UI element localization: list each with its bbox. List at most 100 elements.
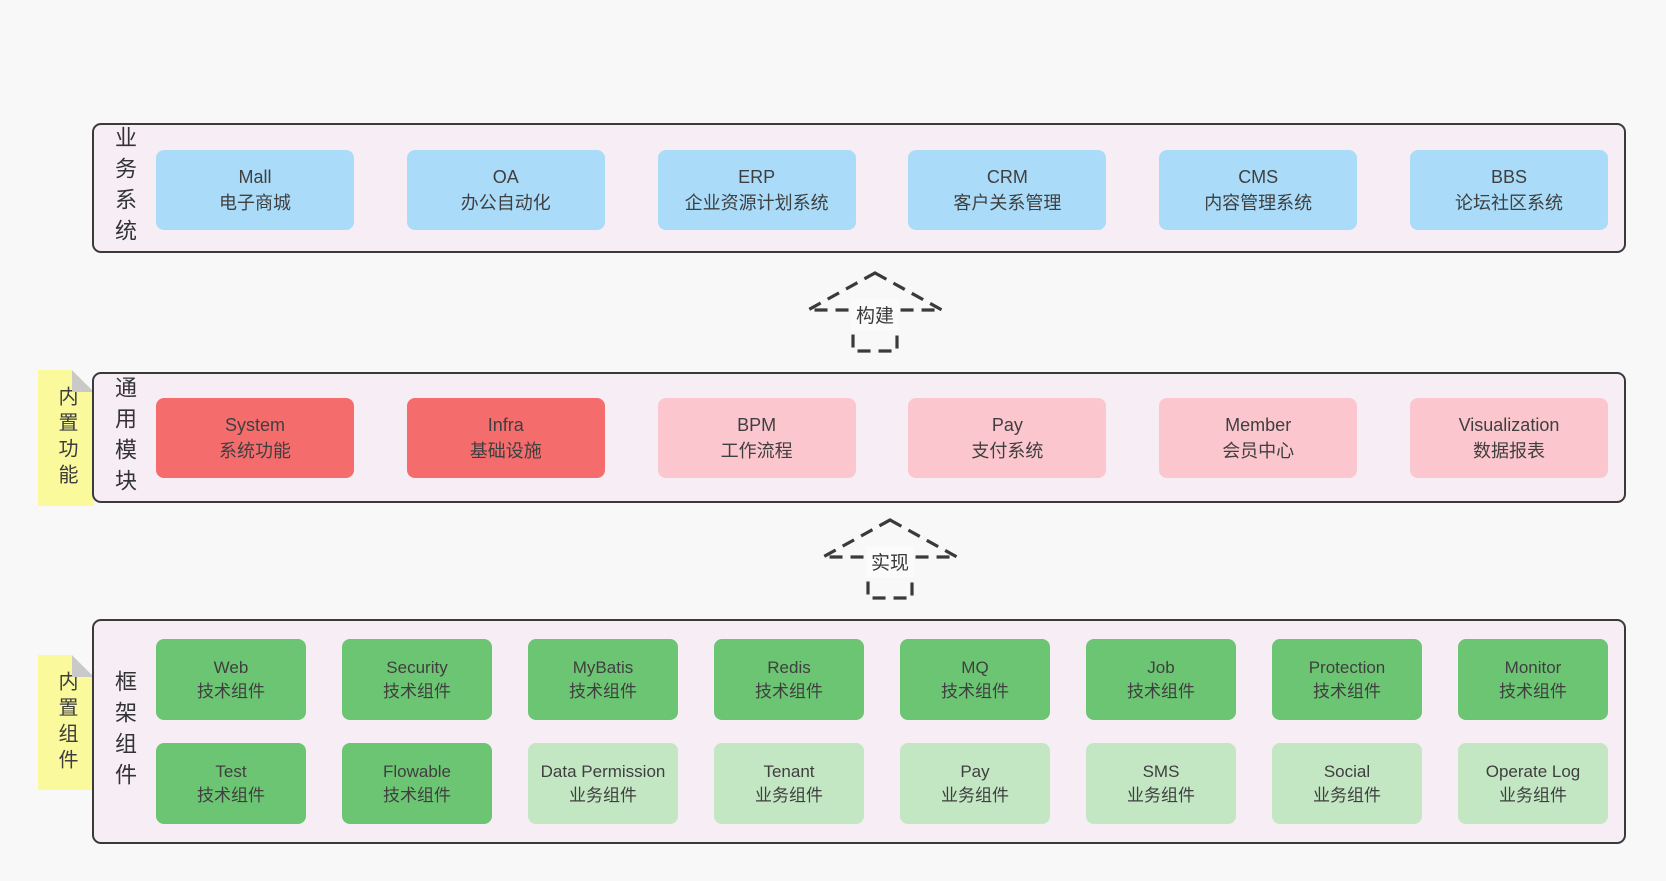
box-oa: OA 办公自动化: [406, 150, 605, 230]
box-title: Data Permission: [540, 761, 666, 781]
box-title: Member: [1225, 415, 1292, 435]
box-title: Job: [1147, 657, 1175, 677]
box-title: MyBatis: [572, 657, 634, 677]
box-subtitle: 技术组件: [941, 681, 1009, 701]
folded-corner-icon: [72, 655, 94, 677]
box-erp: ERP 企业资源计划系统: [657, 150, 856, 230]
arrow-implement: 实现: [820, 517, 960, 601]
box-title: Infra: [487, 415, 524, 435]
arrow-label: 实现: [865, 546, 915, 577]
sticky-note-built-in-components: 内置组件: [38, 655, 94, 790]
box-subtitle: 技术组件: [383, 785, 451, 805]
box-social: Social 业务组件: [1272, 743, 1422, 824]
box-flowable: Flowable 技术组件: [342, 743, 492, 824]
box-subtitle: 工作流程: [720, 441, 793, 461]
panel-framework-components: 框架组件 Web 技术组件 Security 技术组件 MyBatis 技术组件…: [92, 619, 1626, 844]
box-title: Web: [213, 657, 249, 677]
box-crm: CRM 客户关系管理: [908, 150, 1107, 230]
box-visualization: Visualization 数据报表: [1409, 398, 1608, 478]
panel-side-label-text: 业务系统: [112, 126, 137, 250]
folded-corner-icon: [72, 370, 94, 392]
box-subtitle: 技术组件: [1313, 681, 1381, 701]
box-subtitle: 业务组件: [1127, 785, 1195, 805]
box-title: SMS: [1142, 761, 1180, 781]
box-subtitle: 办公自动化: [460, 193, 551, 213]
arrow-label: 构建: [850, 299, 900, 330]
box-bpm: BPM 工作流程: [657, 398, 856, 478]
panel-common-modules: 通用模块 System 系统功能 Infra 基础设施 BPM 工作流程 Pay…: [92, 372, 1626, 503]
box-test: Test 技术组件: [156, 743, 306, 824]
box-tenant: Tenant 业务组件: [714, 743, 864, 824]
box-mall: Mall 电子商城: [156, 150, 354, 230]
box-title: BBS: [1490, 167, 1527, 187]
box-subtitle: 技术组件: [197, 681, 265, 701]
box-title: Pay: [991, 415, 1023, 435]
modules-box-row: System 系统功能 Infra 基础设施 BPM 工作流程 Pay 支付系统…: [156, 398, 1608, 478]
box-title: ERP: [738, 167, 776, 187]
box-subtitle: 业务组件: [1499, 785, 1567, 805]
box-title: OA: [492, 167, 519, 187]
box-title: Monitor: [1504, 657, 1562, 677]
box-job: Job 技术组件: [1086, 639, 1236, 720]
box-subtitle: 技术组件: [755, 681, 823, 701]
box-security: Security 技术组件: [342, 639, 492, 720]
framework-box-row-1: Web 技术组件 Security 技术组件 MyBatis 技术组件 Redi…: [156, 639, 1608, 720]
sticky-label: 内置组件: [55, 670, 77, 775]
box-title: Security: [386, 657, 448, 677]
box-operate-log: Operate Log 业务组件: [1458, 743, 1608, 824]
box-member: Member 会员中心: [1159, 398, 1358, 478]
box-title: System: [224, 415, 285, 435]
box-title: Test: [215, 761, 247, 781]
box-pay-biz: Pay 业务组件: [900, 743, 1050, 824]
box-subtitle: 客户关系管理: [953, 193, 1062, 213]
box-title: Protection: [1308, 657, 1386, 677]
box-subtitle: 业务组件: [755, 785, 823, 805]
box-subtitle: 基础设施: [469, 441, 542, 461]
box-subtitle: 系统功能: [219, 441, 291, 461]
box-subtitle: 业务组件: [941, 785, 1009, 805]
box-title: BPM: [737, 415, 777, 435]
box-redis: Redis 技术组件: [714, 639, 864, 720]
box-title: Social: [1323, 761, 1371, 781]
panel-side-label: 业务系统: [107, 125, 141, 251]
box-mybatis: MyBatis 技术组件: [528, 639, 678, 720]
box-subtitle: 企业资源计划系统: [684, 193, 829, 213]
panel-side-label-text: 框架组件: [112, 669, 137, 794]
box-subtitle: 电子商城: [219, 193, 291, 213]
box-title: Mall: [238, 167, 272, 187]
arrow-build: 构建: [805, 270, 945, 354]
box-monitor: Monitor 技术组件: [1458, 639, 1608, 720]
up-arrow-icon: [807, 271, 943, 353]
box-subtitle: 技术组件: [197, 785, 265, 805]
box-system: System 系统功能: [156, 398, 354, 478]
box-title: Tenant: [763, 761, 815, 781]
up-arrow-icon: [822, 518, 958, 600]
box-title: Operate Log: [1485, 761, 1581, 781]
box-subtitle: 技术组件: [383, 681, 451, 701]
box-title: Flowable: [382, 761, 452, 781]
box-infra: Infra 基础设施: [406, 398, 605, 478]
box-mq: MQ 技术组件: [900, 639, 1050, 720]
box-pay: Pay 支付系统: [908, 398, 1107, 478]
box-subtitle: 技术组件: [1127, 681, 1195, 701]
box-cms: CMS 内容管理系统: [1159, 150, 1358, 230]
box-sms: SMS 业务组件: [1086, 743, 1236, 824]
box-data-permission: Data Permission 业务组件: [528, 743, 678, 824]
box-title: Visualization: [1458, 415, 1560, 435]
box-subtitle: 数据报表: [1472, 441, 1545, 461]
framework-box-row-2: Test 技术组件 Flowable 技术组件 Data Permission …: [156, 743, 1608, 824]
box-title: MQ: [961, 657, 989, 677]
box-web: Web 技术组件: [156, 639, 306, 720]
box-subtitle: 会员中心: [1222, 441, 1295, 461]
sticky-note-built-in-features: 内置功能: [38, 370, 94, 506]
box-title: CRM: [986, 167, 1028, 187]
box-title: CMS: [1238, 167, 1279, 187]
box-subtitle: 技术组件: [1499, 681, 1567, 701]
panel-side-label: 框架组件: [107, 621, 141, 842]
box-subtitle: 技术组件: [569, 681, 637, 701]
box-bbs: BBS 论坛社区系统: [1409, 150, 1608, 230]
panel-side-label-text: 通用模块: [112, 375, 137, 500]
sticky-label: 内置功能: [55, 386, 77, 490]
box-subtitle: 内容管理系统: [1204, 193, 1313, 213]
box-title: Redis: [767, 657, 811, 677]
